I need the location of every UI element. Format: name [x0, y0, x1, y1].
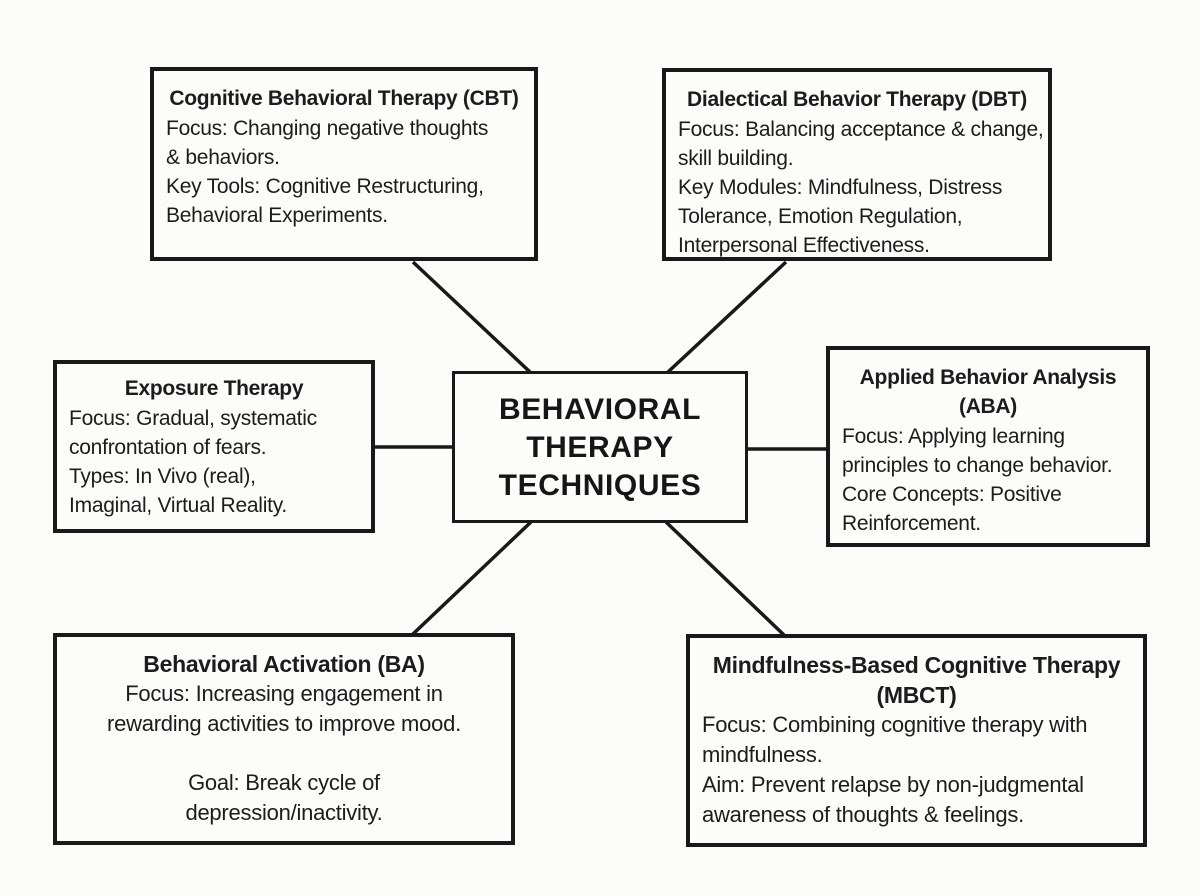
node-exposure-text-line: Imaginal, Virtual Reality.	[69, 494, 287, 517]
node-mbct: Mindfulness-Based Cognitive Therapy (MBC…	[686, 634, 1147, 847]
center-title-line: BEHAVIORAL	[498, 393, 702, 426]
node-exposure-title: Exposure Therapy	[124, 377, 304, 400]
node-cbt-text-line: Behavioral Experiments.	[166, 204, 388, 227]
node-dbt: Dialectical Behavior Therapy (DBT) Focus…	[662, 68, 1052, 261]
node-dbt-text-line: Key Modules: Mindfulness, Distress	[678, 176, 1003, 199]
node-exposure: Exposure Therapy Focus: Gradual, systema…	[53, 360, 375, 533]
node-ba: Behavioral Activation (BA) Focus: Increa…	[53, 633, 515, 845]
connector-cbt-center	[411, 260, 532, 374]
node-ba-text-line	[69, 739, 499, 768]
node-mbct-text-line: mindfulness.	[702, 742, 823, 767]
node-dbt-text-line: skill building.	[678, 147, 794, 170]
node-aba-text-line: Focus: Applying learning	[842, 425, 1065, 448]
node-aba-text-line: Reinforcement.	[842, 512, 981, 535]
node-ba-text-line: depression/inactivity.	[185, 799, 383, 825]
node-mbct-text-line: Aim: Prevent relapse by non-judgmental	[702, 772, 1084, 797]
node-exposure-text-line: confrontation of fears.	[69, 436, 267, 459]
connector-dbt-center	[666, 260, 788, 374]
center-title-line: TECHNIQUES	[498, 469, 702, 502]
node-aba-text-line: Core Concepts: Positive	[842, 483, 1062, 506]
node-ba-text-line: rewarding activities to improve mood.	[107, 711, 461, 736]
node-dbt-text-line: Tolerance, Emotion Regulation,	[678, 205, 963, 228]
node-cbt-text-line: Key Tools: Cognitive Restructuring,	[166, 175, 484, 198]
connector-mbct-center	[664, 520, 786, 637]
node-mbct-title: Mindfulness-Based Cognitive Therapy	[712, 652, 1121, 678]
node-cbt-text-line: Focus: Changing negative thoughts	[166, 117, 489, 140]
node-cbt: Cognitive Behavioral Therapy (CBT) Focus…	[150, 67, 538, 261]
node-dbt-title: Dialectical Behavior Therapy (DBT)	[687, 88, 1027, 111]
node-aba-text-line: principles to change behavior.	[842, 454, 1113, 477]
node-dbt-text-line: Focus: Balancing acceptance & change,	[678, 118, 1044, 141]
node-exposure-text-line: Types: In Vivo (real),	[69, 465, 256, 488]
node-exposure-text-line: Focus: Gradual, systematic	[69, 407, 317, 430]
node-ba-text-line: Goal: Break cycle of	[188, 769, 380, 795]
node-mbct-title: (MBCT)	[876, 682, 957, 708]
node-aba-title: Applied Behavior Analysis	[859, 366, 1117, 389]
node-cbt-title: Cognitive Behavioral Therapy (CBT)	[169, 87, 519, 110]
node-ba-text-line: Focus: Increasing engagement in	[125, 681, 443, 706]
center-title-line: THERAPY	[526, 431, 674, 464]
node-cbt-text-line: & behaviors.	[166, 146, 280, 169]
node-mbct-text-line: Focus: Combining cognitive therapy with	[702, 712, 1088, 737]
center-node: BEHAVIORAL THERAPY TECHNIQUES	[452, 371, 748, 523]
node-aba-title: (ABA)	[959, 395, 1017, 418]
node-ba-title: Behavioral Activation (BA)	[143, 651, 425, 677]
node-dbt-text-line: Interpersonal Effectiveness.	[678, 234, 930, 257]
connector-ba-center	[411, 520, 533, 636]
node-aba: Applied Behavior Analysis (ABA) Focus: A…	[826, 346, 1150, 547]
node-mbct-text-line: awareness of thoughts & feelings.	[702, 802, 1024, 827]
